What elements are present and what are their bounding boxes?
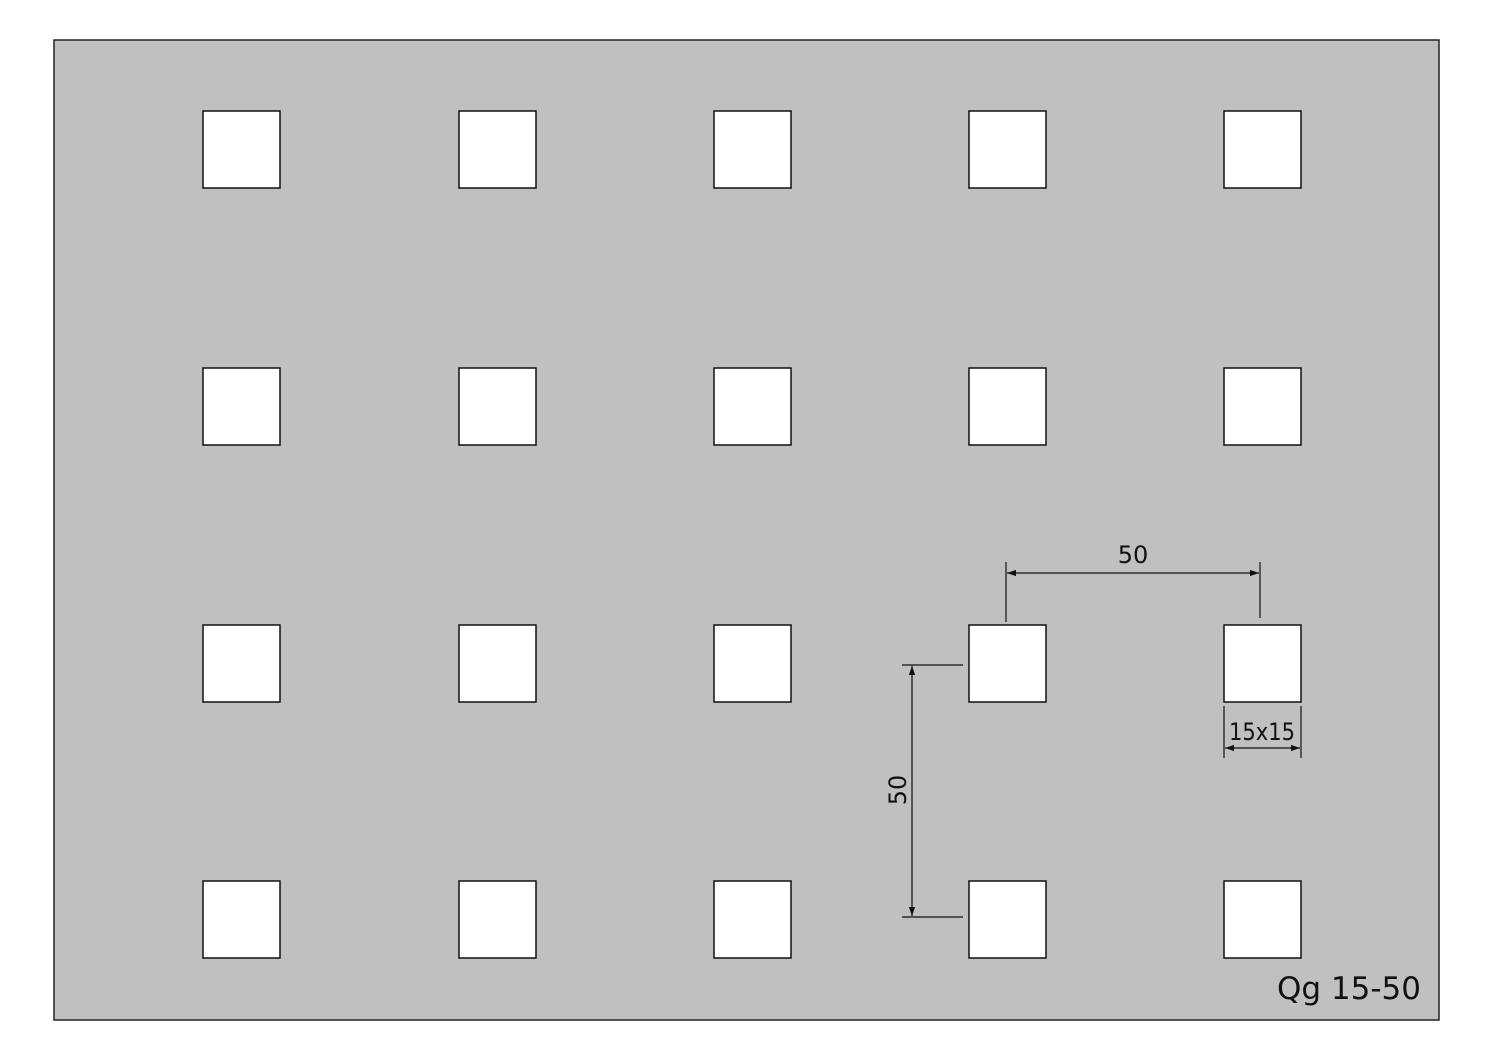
plate-outline (53, 39, 1440, 1021)
square-hole (202, 624, 281, 703)
square-hole (202, 880, 281, 959)
hole-grid (202, 110, 1302, 959)
square-hole (968, 367, 1047, 446)
square-hole (713, 624, 792, 703)
square-hole (202, 110, 281, 189)
square-hole (713, 367, 792, 446)
square-hole (458, 624, 537, 703)
square-hole (1223, 367, 1302, 446)
vertical-pitch-label: 50 (884, 775, 912, 806)
square-hole (1223, 880, 1302, 959)
vertical-pitch-dimension (902, 664, 963, 918)
square-hole (458, 367, 537, 446)
hole-size-label: 15x15 (1229, 718, 1295, 746)
square-hole (1223, 110, 1302, 189)
square-hole (458, 880, 537, 959)
square-hole (968, 880, 1047, 959)
square-hole (968, 110, 1047, 189)
horizontal-pitch-label: 50 (1118, 541, 1149, 569)
square-hole (458, 110, 537, 189)
hole-size-dimension (1223, 706, 1302, 758)
square-hole (713, 880, 792, 959)
horizontal-pitch-dimension (1005, 562, 1261, 622)
square-hole (713, 110, 792, 189)
square-hole (968, 624, 1047, 703)
square-hole (202, 367, 281, 446)
square-hole (1223, 624, 1302, 703)
designation-label: Qg 15-50 (1277, 971, 1421, 1007)
